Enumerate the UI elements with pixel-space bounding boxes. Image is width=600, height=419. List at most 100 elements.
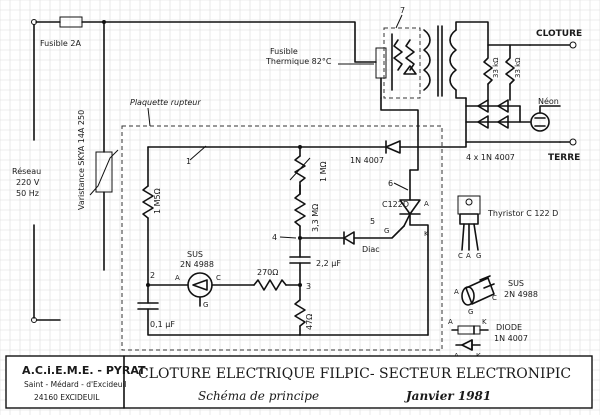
legend-k: K <box>482 318 487 326</box>
c-01uf <box>137 302 159 310</box>
r-1m5-label: 1 M5Ω <box>153 188 162 214</box>
thy-k-label: K <box>424 230 429 238</box>
drawing-subtitle: Schéma de principe <box>198 389 319 403</box>
c-01-label: 0,1 µF <box>150 320 175 329</box>
r-270 <box>253 279 287 291</box>
r-3m3-label: 3,3 MΩ <box>311 204 320 232</box>
thermal-fuse-label-1: Fusible <box>270 47 298 56</box>
susr-g-label: G <box>468 308 473 316</box>
node-1-leader <box>189 145 207 161</box>
drawing-title: CLOTURE ELECTRIQUE FILPIC- SECTEUR ELECT… <box>138 366 571 382</box>
fence-terminal <box>569 41 577 49</box>
node-4-leader <box>279 236 297 239</box>
neon-label: Néon <box>538 96 559 106</box>
diode-legend-2: 1N 4007 <box>494 334 528 343</box>
drawing-date: Janvier 1981 <box>404 389 491 403</box>
bridge-wires <box>465 83 521 123</box>
c-2u2-label: 2,2 µF <box>316 259 341 268</box>
node-1-label: 1 <box>186 157 191 166</box>
transformer-section: Fusible Thermique 82°C 7 33 kΩ 33 kΩ <box>265 6 582 163</box>
fuse-2a <box>59 16 83 28</box>
r-3m3 <box>294 193 306 227</box>
diode-symbol <box>461 339 473 351</box>
r-1m-t2 <box>405 39 415 71</box>
earth-terminal <box>569 138 577 146</box>
r-47-label: 47Ω <box>305 314 314 330</box>
thy-ref-label: C122D <box>382 200 409 209</box>
board-outline <box>121 125 443 351</box>
r-1m-t <box>393 39 403 71</box>
node-4-label: 4 <box>272 233 277 242</box>
thyristor-hole <box>465 198 473 206</box>
thy-legend-a: A <box>466 252 471 260</box>
mains-wire-top <box>81 21 377 63</box>
bridge-right <box>519 105 531 123</box>
company-name: A.C.i.E.M.E. - PYRAT <box>22 364 146 377</box>
mains-section: Fusible 2A Réseau 220 V 50 Hz Varistance… <box>12 16 377 323</box>
board-label-leader <box>147 107 151 127</box>
r-270-label: 270Ω <box>257 268 278 277</box>
mains-label-1: Réseau <box>12 166 41 176</box>
sus-left-label-2: 2N 4988 <box>180 260 214 269</box>
rupteur-board: Plaquette rupteur 1 1N 4007 1 M5Ω 2 0,1 … <box>121 98 443 351</box>
node-6-label: 6 <box>388 179 393 188</box>
node-7-label: 7 <box>400 6 405 15</box>
secondary-bottom <box>455 89 467 99</box>
varistor-label: Varistance SKYA 14A 250 <box>77 110 86 210</box>
sus-package-face <box>461 286 475 306</box>
sus-right-label-1: SUS <box>508 279 524 288</box>
company-address-2: 24160 EXCIDEUIL <box>34 393 100 402</box>
fuse-2a-label: Fusible 2A <box>40 39 81 48</box>
title-block-frame <box>5 355 593 409</box>
board-label: Plaquette rupteur <box>130 98 201 107</box>
pot-arrow <box>289 157 311 181</box>
thyristor-body <box>459 213 479 225</box>
neon-electrodes <box>534 117 546 127</box>
thyristor-gate <box>403 213 411 227</box>
primary-block-outline <box>383 27 421 99</box>
diac-label: Diac <box>362 245 380 254</box>
fence-out-label: CLOTURE <box>536 29 582 39</box>
secondary-coil <box>449 29 457 91</box>
junction-dot <box>298 145 302 149</box>
secondary-top <box>455 21 531 46</box>
earth-out-label: TERRE <box>548 153 580 163</box>
bottom-rail <box>147 308 301 336</box>
primary-diode <box>403 65 417 75</box>
thyristor-pins <box>461 223 479 251</box>
diode-symbol-leads <box>455 339 481 351</box>
mains-label-3: 50 Hz <box>16 189 39 198</box>
thy-a-label: A <box>424 200 429 208</box>
wire-diac-gate <box>353 225 405 239</box>
sus-a-label: A <box>175 274 180 282</box>
susr-c-label: C <box>492 294 497 302</box>
earth-link <box>417 141 467 148</box>
gate-g-label: G <box>384 227 389 235</box>
component-legends: C A G Thyristor C 122 D A G C SUS 2N 498… <box>448 195 558 360</box>
rail-to-thyristor <box>399 146 419 171</box>
r-1m5 <box>142 185 154 219</box>
thy-legend-g: G <box>476 252 481 260</box>
diac-body <box>343 231 355 245</box>
thy-legend-c: C <box>458 252 463 260</box>
r-33k-1-label: 33 kΩ <box>492 57 500 78</box>
node-6-leader <box>393 182 409 191</box>
varistor-slash <box>89 149 119 196</box>
node-2-label: 2 <box>150 271 155 280</box>
sus-symbol <box>192 279 208 291</box>
thermal-fuse-label-2: Thermique 82°C <box>265 57 332 66</box>
sus-g-label: G <box>203 301 208 309</box>
sus-right-label-2: 2N 4988 <box>504 290 538 299</box>
r-33k-2-label: 33 kΩ <box>514 57 522 78</box>
title-block: A.C.i.E.M.E. - PYRAT Saint - Médard - d'… <box>5 355 593 409</box>
r-47 <box>294 299 306 327</box>
diode-1n4007-body <box>385 140 401 154</box>
diode-top-label: 1N 4007 <box>350 156 384 165</box>
sus-pins <box>479 275 495 289</box>
neon-wire <box>539 105 561 114</box>
diode-legend-1: DIODE <box>496 323 522 332</box>
legend-a: A <box>448 318 453 326</box>
susr-a-label: A <box>454 288 459 296</box>
node-5-label: 5 <box>370 217 375 226</box>
